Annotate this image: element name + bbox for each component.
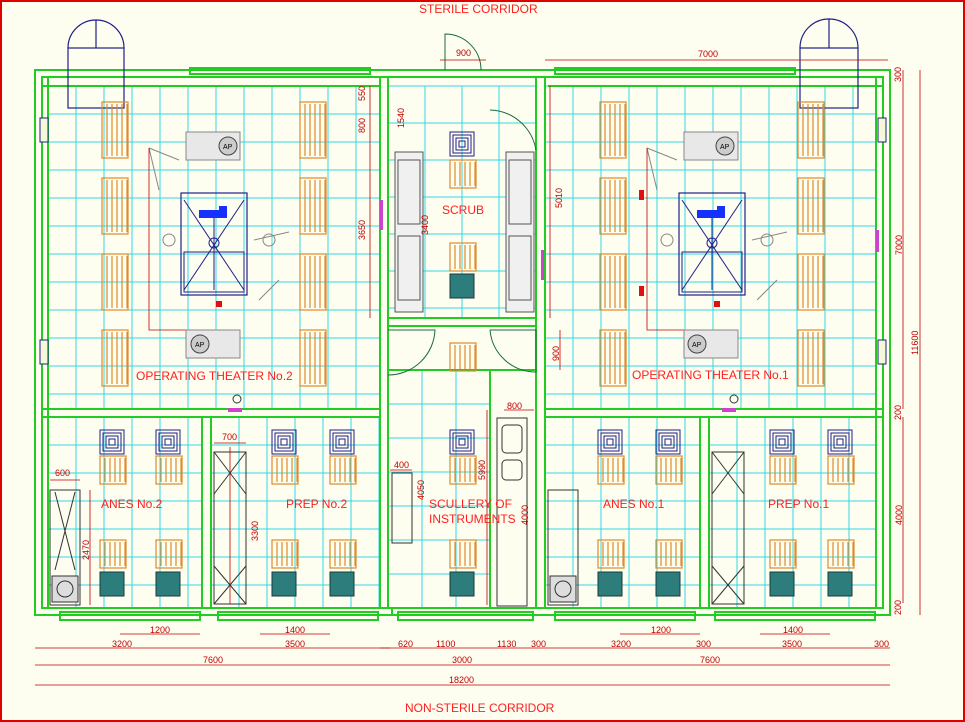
dim-800-h: 800	[507, 401, 522, 411]
dim-1200-b: 1200	[651, 625, 671, 635]
dim-300-tr: 300	[893, 67, 903, 82]
dim-300-b: 300	[696, 639, 711, 649]
dim-5990: 5990	[477, 460, 487, 480]
dim-600: 600	[55, 468, 70, 478]
dim-900-top: 900	[456, 48, 471, 58]
scullery-fixtures	[391, 417, 528, 607]
dim-1130: 1130	[497, 639, 516, 649]
ap-unit-ot1-top: AP	[683, 131, 739, 161]
dim-1540: 1540	[396, 108, 406, 128]
dim-4000-right: 4000	[894, 505, 904, 525]
dim-3500-a: 3500	[285, 639, 305, 649]
dim-11600: 11600	[910, 331, 920, 355]
dim-5010: 5010	[554, 188, 564, 208]
wall-panels	[39, 117, 887, 365]
dim-7600-b: 7600	[700, 655, 720, 665]
dim-3650: 3650	[357, 220, 367, 240]
dim-3000: 3000	[452, 655, 472, 665]
operating-equipment	[99, 131, 853, 597]
dim-1100: 1100	[436, 639, 455, 649]
sterile-doors	[67, 18, 859, 109]
dim-1400-a: 1400	[285, 625, 305, 635]
dimension-lines	[35, 59, 921, 686]
dim-200-a: 200	[893, 405, 903, 420]
dim-300-a: 300	[531, 639, 546, 649]
dim-7600-a: 7600	[203, 655, 223, 665]
dim-800-v: 800	[357, 118, 367, 133]
scullery-label-line1: SCULLERY OF	[429, 497, 512, 511]
dim-3300: 3300	[250, 521, 260, 541]
dim-3200-a: 3200	[112, 639, 132, 649]
ap-label: AP	[195, 342, 205, 349]
anes-prep-cabinets	[49, 451, 745, 606]
walls	[34, 67, 891, 621]
ap-label: AP	[692, 342, 702, 349]
dim-7000-right: 7000	[894, 235, 904, 255]
dim-400: 400	[394, 460, 409, 470]
room-labels: STERILE CORRIDOR NON-STERILE CORRIDOR OP…	[101, 2, 829, 715]
floor-grid	[47, 85, 876, 609]
non-sterile-corridor-label: NON-STERILE CORRIDOR	[405, 701, 555, 715]
ap-unit-ot2-top: AP	[185, 131, 241, 161]
dim-620: 620	[398, 639, 413, 649]
prep2-label: PREP No.2	[286, 497, 347, 511]
dim-200-b: 200	[893, 600, 903, 615]
scullery-label-line2: INSTRUMENTS	[429, 512, 516, 526]
prep1-label: PREP No.1	[768, 497, 829, 511]
dimension-texts: 900 7000 300 7000 11600 200 4000 200 550…	[55, 48, 920, 685]
ap-units: AP AP AP AP	[185, 131, 739, 359]
anes1-label: ANES No.1	[603, 497, 665, 511]
dim-3200-b: 3200	[611, 639, 631, 649]
dim-1400-b: 1400	[783, 625, 803, 635]
dim-18200: 18200	[449, 675, 474, 685]
dim-900-mid: 900	[551, 346, 561, 361]
ap-unit-ot2-bottom: AP	[185, 329, 241, 359]
dim-4050: 4050	[416, 480, 426, 500]
scrub-sinks	[394, 151, 535, 313]
ap-unit-ot1-bottom: AP	[683, 329, 739, 359]
orange-cabinets	[99, 101, 855, 569]
ot1-label: OPERATING THEATER No.1	[632, 368, 789, 382]
scrub-markers	[216, 190, 879, 412]
dim-1200-a: 1200	[150, 625, 170, 635]
dim-700: 700	[222, 432, 237, 442]
dim-7000-top: 7000	[698, 49, 718, 59]
sterile-corridor-label: STERILE CORRIDOR	[419, 2, 538, 16]
dim-3500-b: 3500	[782, 639, 802, 649]
ap-label: AP	[720, 144, 730, 151]
dim-4000-mid: 4000	[520, 505, 530, 525]
dim-300-c: 300	[874, 639, 889, 649]
dim-2470: 2470	[81, 540, 91, 560]
ot2-label: OPERATING THEATER No.2	[136, 369, 293, 383]
dim-550: 550	[357, 86, 367, 101]
scrub-label: SCRUB	[442, 203, 484, 217]
ap-label: AP	[223, 144, 233, 151]
dim-3400: 3400	[420, 215, 430, 235]
anes2-label: ANES No.2	[101, 497, 163, 511]
swing-doors	[387, 33, 537, 376]
